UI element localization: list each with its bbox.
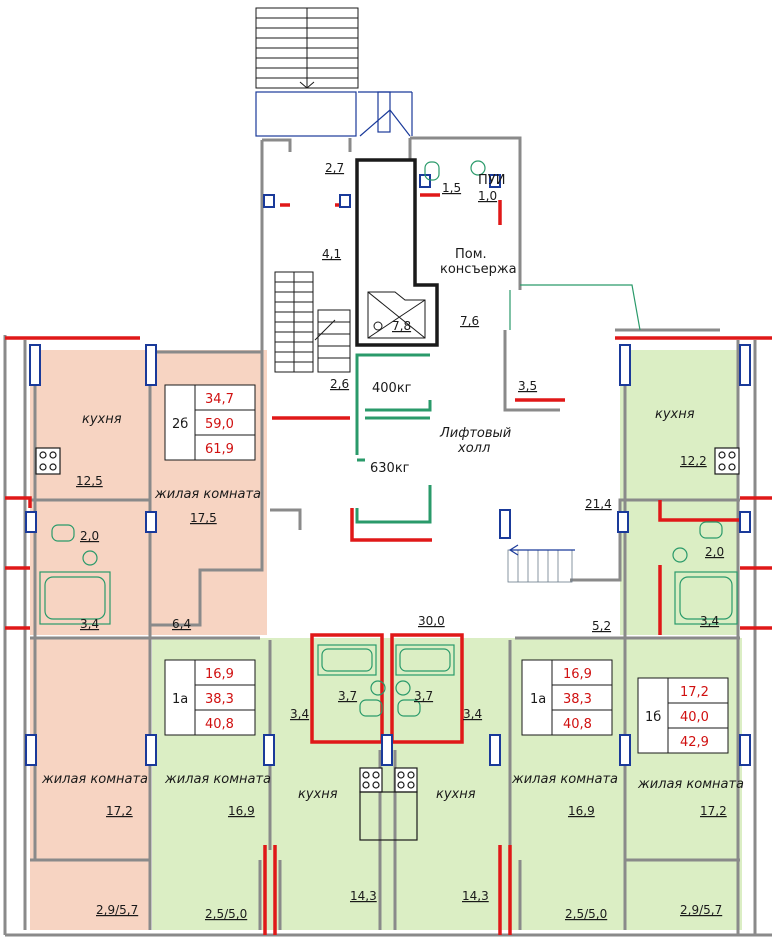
- area-left-bottom-room: 17,2: [106, 804, 133, 818]
- peach-left-balcony: [30, 860, 150, 930]
- peach-left-bottom: [30, 638, 150, 860]
- area-2b-hall: 6,4: [172, 617, 191, 631]
- sanitary-fixtures: [39, 160, 738, 717]
- area-wc-concierge: 1,5: [442, 181, 461, 195]
- value-2b-gross: 61,9: [205, 442, 234, 457]
- value-right-1b-total: 40,0: [680, 710, 709, 725]
- area-shaft: 7,8: [392, 319, 411, 333]
- area-right-kitchen: 12,2: [680, 454, 707, 468]
- area-left-1a-balcony: 2,5/5,0: [205, 907, 247, 921]
- area-2b-bath: 3,4: [80, 617, 99, 631]
- area-concierge: 7,6: [460, 314, 479, 328]
- summary-boxes: [164, 384, 729, 754]
- area-left-1a-hall: 3,4: [290, 707, 309, 721]
- green-balconies: [152, 860, 742, 930]
- area-left-1a-kitchen: 14,3: [350, 889, 377, 903]
- area-right-wc: 2,0: [705, 545, 724, 559]
- label-2b-room: жилая комната: [154, 487, 261, 502]
- entrance-porch: [255, 91, 413, 137]
- area-2b-room: 17,5: [190, 511, 217, 525]
- label-right-1b-room: жилая комната: [637, 777, 744, 792]
- entrance-stair: [255, 7, 359, 89]
- area-stair: 2,6: [330, 377, 349, 391]
- area-right-1a-balcony: 2,5/5,0: [565, 907, 607, 921]
- label-left-1a-room: жилая комната: [164, 772, 271, 787]
- value-right-1a-total: 38,3: [563, 692, 592, 707]
- label-lift-hall-1: Лифтовый: [439, 426, 511, 441]
- lift-cabins: [355, 353, 432, 524]
- label-right-kitchen: кухня: [655, 407, 695, 422]
- area-right-1a-room: 16,9: [568, 804, 595, 818]
- label-concierge-1: Пом.: [455, 247, 487, 262]
- area-right-1b-balcony: 2,9/5,7: [680, 903, 722, 917]
- area-right-1b-room: 17,2: [700, 804, 727, 818]
- area-vestibule: 2,7: [325, 161, 344, 175]
- label-pui: ПУИ: [478, 173, 505, 188]
- area-storage: 3,5: [518, 379, 537, 393]
- area-right-1a-kitchen: 14,3: [462, 889, 489, 903]
- shaft-pit: [367, 291, 426, 339]
- area-lift-hall: 21,4: [585, 497, 612, 511]
- value-left-1a-gross: 40,8: [205, 717, 234, 732]
- area-2b-kitchen: 12,5: [76, 474, 103, 488]
- area-right-1a-hall: 3,4: [463, 707, 482, 721]
- area-left-1a-room: 16,9: [228, 804, 255, 818]
- value-2b-living: 34,7: [205, 392, 234, 407]
- label-left-bottom-room: жилая комната: [41, 772, 148, 787]
- type-2b: 2б: [172, 417, 188, 432]
- ramp-stair: [507, 544, 575, 583]
- value-right-1b-living: 17,2: [680, 685, 709, 700]
- label-concierge-2: консъержа: [440, 262, 517, 277]
- area-corridor: 30,0: [418, 614, 445, 628]
- white-corridor: [267, 345, 620, 635]
- label-lift-large: 630кг: [370, 461, 410, 476]
- value-2b-total: 59,0: [205, 417, 234, 432]
- area-left-1a-bath: 3,7: [338, 689, 357, 703]
- area-2b-wc: 2,0: [80, 529, 99, 543]
- type-left-1a: 1а: [172, 692, 188, 707]
- area-right-bath: 3,4: [700, 614, 719, 628]
- area-left-bottom-balcony: 2,9/5,7: [96, 903, 138, 917]
- value-right-1b-gross: 42,9: [680, 735, 709, 750]
- type-right-1b: 1б: [645, 710, 661, 725]
- value-right-1a-gross: 40,8: [563, 717, 592, 732]
- value-left-1a-total: 38,3: [205, 692, 234, 707]
- area-pui: 1,0: [478, 189, 497, 203]
- label-right-1a-room: жилая комната: [511, 772, 618, 787]
- value-right-1a-living: 16,9: [563, 667, 592, 682]
- value-left-1a-living: 16,9: [205, 667, 234, 682]
- area-stair-hall: 4,1: [322, 247, 341, 261]
- interior-stair: [274, 271, 351, 373]
- concierge-outline: [509, 284, 641, 331]
- walls: [3, 136, 772, 937]
- green-right-top: [620, 350, 738, 635]
- columns: [25, 174, 751, 766]
- stoves: [35, 447, 740, 841]
- label-lift-hall-2: холл: [457, 441, 490, 456]
- label-left-1a-kitchen: кухня: [298, 787, 338, 802]
- area-right-hall: 5,2: [592, 619, 611, 633]
- area-right-1a-bath: 3,7: [414, 689, 433, 703]
- type-right-1a: 1а: [530, 692, 546, 707]
- label-right-1a-kitchen: кухня: [436, 787, 476, 802]
- label-2b-kitchen: кухня: [82, 412, 122, 427]
- label-lift-small: 400кг: [372, 381, 412, 396]
